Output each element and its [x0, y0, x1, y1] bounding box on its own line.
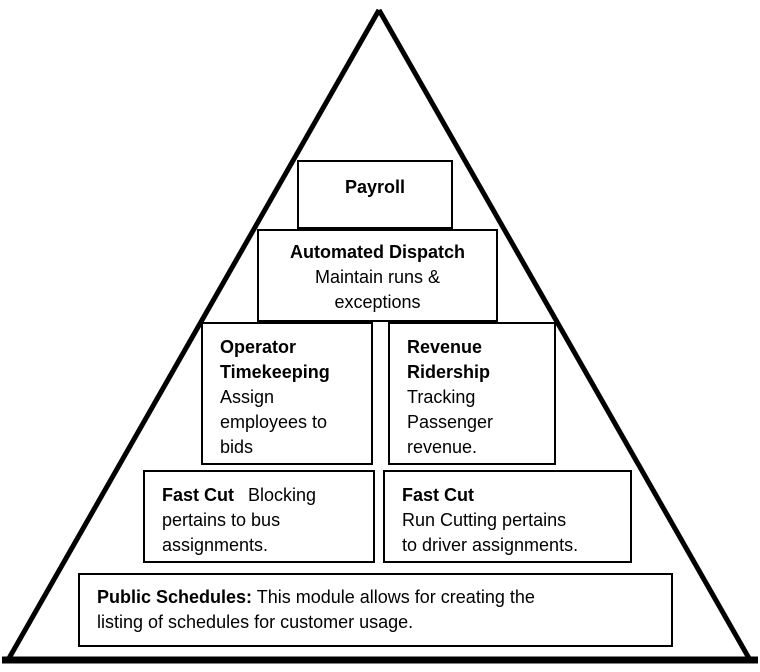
pyramid-box-automated-dispatch: Automated Dispatch Maintain runs & excep…	[257, 229, 498, 322]
box-body: Maintain runs & exceptions	[314, 267, 441, 312]
pyramid-box-operator-timekeeping: Operator Timekeeping Assign employees to…	[201, 322, 373, 465]
box-title: Fast Cut	[162, 485, 234, 505]
box-title: Public Schedules:	[97, 587, 253, 607]
box-title-row: Fast Cut Blocking	[162, 483, 365, 508]
box-body: pertains to bus assignments.	[162, 510, 281, 555]
box-body: Run Cutting pertains to driver assignmen…	[402, 510, 579, 555]
box-title: Operator Timekeeping	[220, 337, 330, 382]
box-title: Payroll	[344, 177, 406, 197]
pyramid-box-revenue-ridership: Revenue Ridership Tracking Passenger rev…	[388, 322, 556, 465]
pyramid-box-fastcut-blocking: Fast Cut Blocking pertains to bus assignm…	[143, 470, 375, 563]
box-title: Automated Dispatch	[289, 242, 466, 262]
box-title: Revenue Ridership	[407, 337, 491, 382]
pyramid-box-payroll: Payroll	[297, 160, 453, 229]
box-body: Tracking Passenger revenue.	[407, 387, 494, 457]
box-body-line1: This module allows for creating the	[256, 587, 535, 607]
box-title: Fast Cut	[402, 485, 474, 505]
box-line-1: Public Schedules: This module allows for…	[97, 585, 659, 610]
pyramid-box-fastcut-runcutting: Fast Cut Run Cutting pertains to driver …	[383, 470, 632, 563]
box-body-line2: listing of schedules for customer usage.	[97, 612, 414, 632]
pyramid-box-public-schedules: Public Schedules: This module allows for…	[78, 573, 673, 647]
box-title-suffix: Blocking	[248, 485, 317, 505]
box-body: Assign employees to bids	[220, 387, 328, 457]
